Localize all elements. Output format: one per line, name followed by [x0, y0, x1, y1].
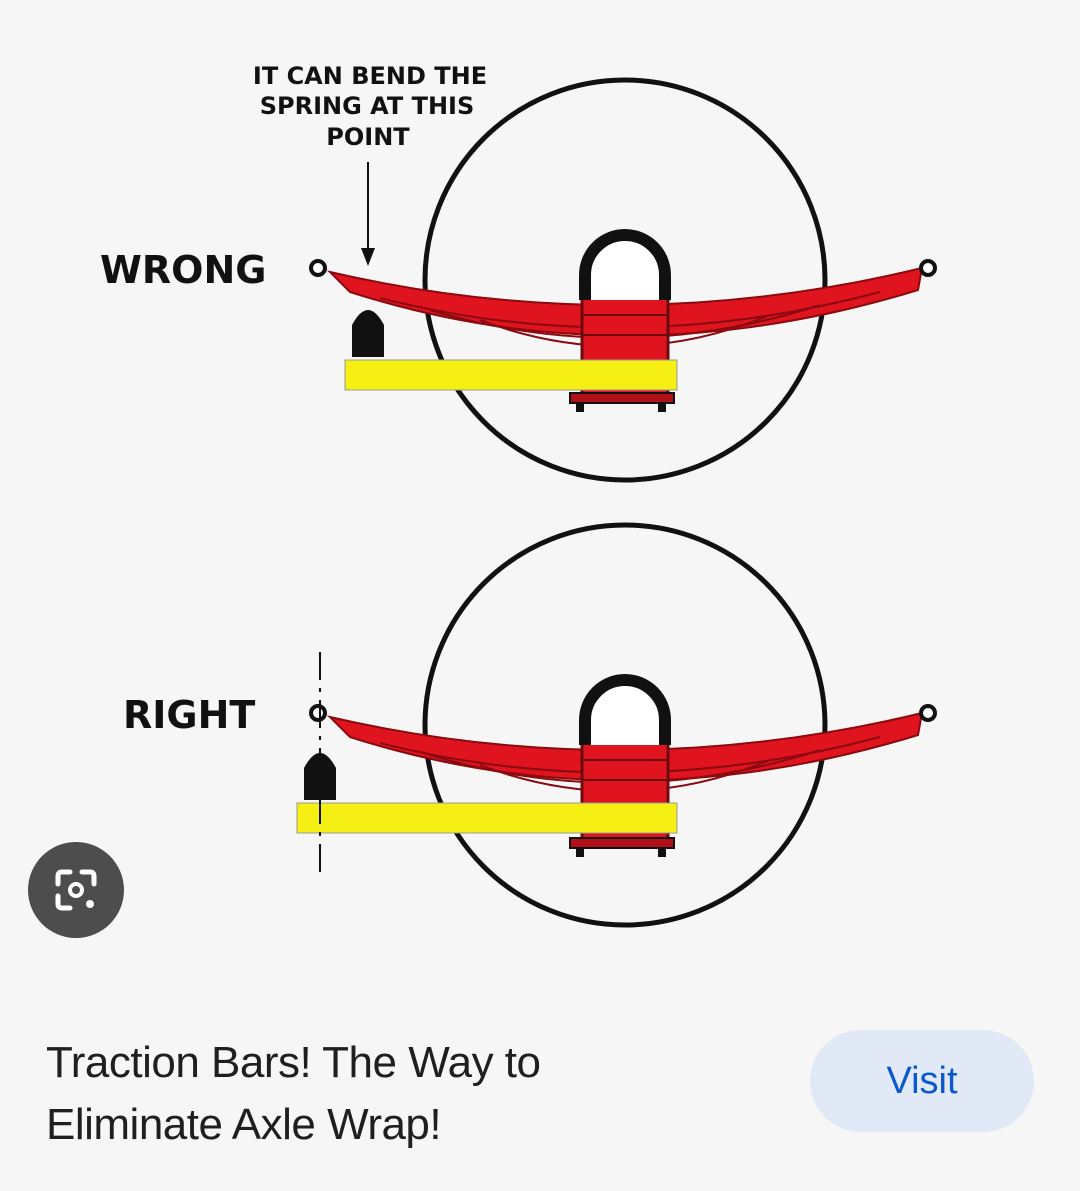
right-diagram: RIGHT: [123, 525, 935, 925]
wrong-label: WRONG: [100, 248, 266, 292]
right-label: RIGHT: [123, 693, 255, 737]
annotation-line-2: SPRING AT THIS: [260, 92, 475, 120]
google-lens-button[interactable]: [28, 842, 124, 938]
visit-button[interactable]: Visit: [810, 1030, 1034, 1132]
annotation-line-1: IT CAN BEND THE: [253, 62, 487, 90]
result-title-line-1: Traction Bars! The Way to: [46, 1038, 541, 1087]
traction-bar-diagram[interactable]: WRONG IT CAN BEND THE SPRING AT THIS POI…: [0, 0, 1080, 990]
google-lens-icon: [55, 869, 97, 911]
annotation-line-3: POINT: [326, 123, 410, 151]
result-title[interactable]: Traction Bars! The Way to Eliminate Axle…: [46, 1032, 746, 1156]
wrong-diagram: WRONG IT CAN BEND THE SPRING AT THIS POI…: [100, 62, 935, 480]
result-title-line-2: Eliminate Axle Wrap!: [46, 1100, 442, 1149]
